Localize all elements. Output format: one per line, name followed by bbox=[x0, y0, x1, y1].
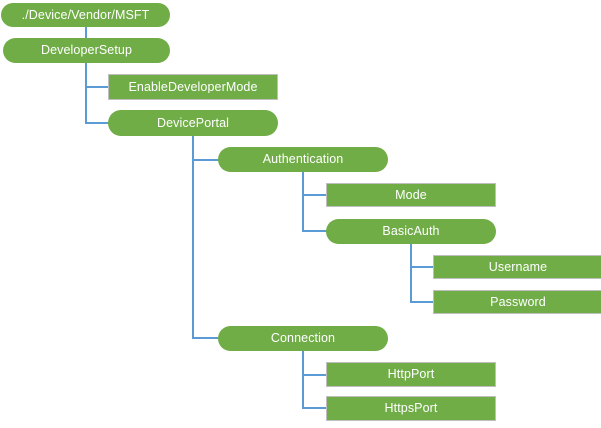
connector-authentication-to-basicauth bbox=[302, 230, 328, 232]
connector-basicauth-to-password bbox=[410, 301, 435, 303]
node-enabledevelopermode[interactable]: EnableDeveloperMode bbox=[108, 74, 278, 100]
connector-deviceportal-to-authentication bbox=[192, 159, 220, 161]
connector-connection-to-httpsport bbox=[302, 407, 328, 409]
node-deviceportal-label: DevicePortal bbox=[156, 116, 230, 130]
connector-connection-trunk bbox=[302, 350, 304, 409]
node-basicauth-label: BasicAuth bbox=[382, 225, 440, 238]
node-username[interactable]: Username bbox=[433, 255, 601, 279]
connector-deviceportal-to-connection bbox=[192, 337, 220, 339]
node-developersetup-label: DeveloperSetup bbox=[40, 44, 133, 57]
connector-developersetup-to-enabledevelopermode bbox=[85, 86, 110, 88]
node-deviceportal[interactable]: DevicePortal bbox=[108, 110, 278, 136]
connector-basicauth-trunk bbox=[410, 243, 412, 302]
node-enabledevelopermode-label: EnableDeveloperMode bbox=[128, 80, 258, 94]
node-root-label: ./Device/Vendor/MSFT bbox=[21, 8, 150, 22]
node-httpsport-label: HttpsPort bbox=[384, 402, 438, 415]
node-authentication-label: Authentication bbox=[262, 153, 344, 166]
node-password-label: Password bbox=[490, 295, 546, 309]
node-authentication[interactable]: Authentication bbox=[218, 147, 388, 172]
node-httpsport[interactable]: HttpsPort bbox=[326, 396, 496, 421]
node-mode-label: Mode bbox=[395, 188, 427, 202]
connector-authentication-trunk bbox=[302, 171, 304, 232]
node-root[interactable]: ./Device/Vendor/MSFT bbox=[1, 3, 170, 27]
node-connection[interactable]: Connection bbox=[218, 326, 388, 351]
node-mode[interactable]: Mode bbox=[326, 183, 496, 207]
node-developersetup[interactable]: DeveloperSetup bbox=[3, 38, 170, 63]
connector-connection-to-httpport bbox=[302, 374, 328, 376]
connector-developersetup-trunk bbox=[85, 62, 87, 124]
connector-basicauth-to-username bbox=[410, 266, 435, 268]
node-basicauth[interactable]: BasicAuth bbox=[326, 219, 496, 244]
node-password[interactable]: Password bbox=[433, 290, 601, 314]
connector-root-to-developersetup bbox=[85, 26, 87, 40]
node-httpport[interactable]: HttpPort bbox=[326, 362, 496, 387]
node-httpport-label: HttpPort bbox=[387, 368, 435, 381]
connector-deviceportal-trunk bbox=[192, 135, 194, 339]
connector-authentication-to-mode bbox=[302, 194, 328, 196]
node-username-label: Username bbox=[488, 260, 548, 274]
node-connection-label: Connection bbox=[270, 332, 336, 345]
connector-developersetup-to-deviceportal bbox=[85, 122, 110, 124]
